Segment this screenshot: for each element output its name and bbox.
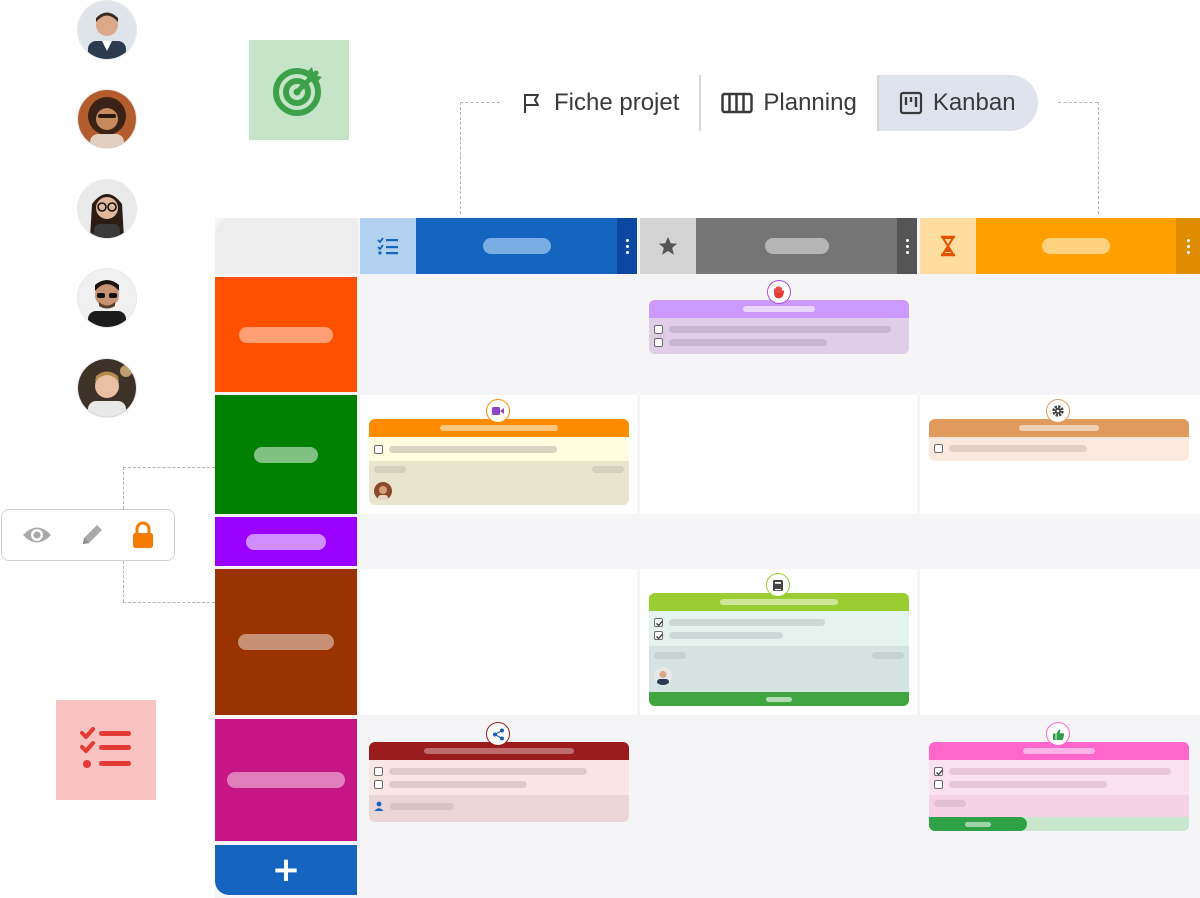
checklist-icon xyxy=(377,237,398,255)
tab-label: Planning xyxy=(763,89,857,116)
board-cell[interactable] xyxy=(360,277,637,392)
flag-icon xyxy=(524,94,539,113)
tab-fiche-projet[interactable]: Fiche projet xyxy=(500,75,699,131)
connector-line xyxy=(123,602,215,603)
board-cell[interactable] xyxy=(920,517,1200,566)
board-cell[interactable] xyxy=(920,277,1200,392)
lock-icon[interactable] xyxy=(131,521,155,549)
hand-icon xyxy=(767,280,791,304)
pencil-icon[interactable] xyxy=(79,522,105,548)
column-menu-button[interactable] xyxy=(897,218,917,274)
tab-planning[interactable]: Planning xyxy=(701,75,876,131)
column-icon-box xyxy=(640,218,696,274)
tab-label: Kanban xyxy=(932,89,1016,116)
checklist-tile xyxy=(56,700,156,800)
row-header-2[interactable] xyxy=(215,395,357,514)
board-cell[interactable] xyxy=(360,517,637,566)
connector-line xyxy=(123,467,124,509)
add-button-label: + xyxy=(271,850,301,890)
share-icon xyxy=(486,722,510,746)
video-icon xyxy=(486,399,510,423)
board-cell[interactable] xyxy=(360,569,637,715)
column-title-bar xyxy=(976,218,1176,274)
column-title-placeholder xyxy=(482,238,551,254)
user-icon xyxy=(374,801,384,811)
column-icon-box xyxy=(360,218,416,274)
column-header-waiting[interactable] xyxy=(920,218,1200,274)
tab-kanban[interactable]: Kanban xyxy=(878,75,1038,131)
view-switcher: Fiche projet Planning Kanban xyxy=(500,75,1038,131)
connector-line xyxy=(123,467,215,468)
avatar-man-sunglasses[interactable] xyxy=(78,269,136,327)
row-header-5[interactable] xyxy=(215,719,357,841)
kanban-card[interactable] xyxy=(929,399,1189,461)
avatar-woman-glasses[interactable] xyxy=(78,180,136,238)
task-list-icon xyxy=(80,727,131,768)
permissions-toolbar xyxy=(1,509,175,561)
kanban-card[interactable] xyxy=(649,573,909,706)
hourglass-icon xyxy=(941,235,955,257)
card-progress-bar xyxy=(649,692,909,706)
avatar-man-blond[interactable] xyxy=(78,359,136,417)
eye-icon[interactable] xyxy=(21,524,53,546)
target-tile xyxy=(249,40,349,140)
row-title-placeholder xyxy=(239,326,333,343)
connector-line xyxy=(123,561,124,602)
board-cell[interactable] xyxy=(920,569,1200,715)
column-menu-button[interactable] xyxy=(1176,218,1200,274)
avatar-man-suit[interactable] xyxy=(78,1,136,59)
kanban-card[interactable] xyxy=(369,722,629,822)
board-cell[interactable] xyxy=(640,517,917,566)
row-title-placeholder xyxy=(254,446,318,463)
board-cell[interactable] xyxy=(640,395,917,514)
add-row-button[interactable]: + xyxy=(215,845,357,895)
connector-line xyxy=(460,102,500,103)
row-header-4[interactable] xyxy=(215,569,357,715)
connector-line xyxy=(1058,102,1098,103)
tab-label: Fiche projet xyxy=(554,89,680,116)
column-title-bar xyxy=(416,218,617,274)
column-icon-box xyxy=(920,218,976,274)
kanban-card[interactable] xyxy=(649,280,909,354)
row-header-1[interactable] xyxy=(215,277,357,392)
row-header-3[interactable] xyxy=(215,517,357,566)
target-icon xyxy=(273,67,322,116)
card-assignee-avatar xyxy=(374,482,392,501)
book-icon xyxy=(766,573,790,597)
row-title-placeholder xyxy=(227,772,345,788)
row-title-placeholder xyxy=(238,634,334,650)
tab-divider xyxy=(699,75,702,131)
card-assignee-avatar xyxy=(654,667,672,685)
column-header-favorite[interactable] xyxy=(640,218,917,274)
column-title-placeholder xyxy=(1042,238,1110,254)
row-title-placeholder xyxy=(246,533,326,550)
kanban-card[interactable] xyxy=(929,722,1189,831)
board-corner xyxy=(215,218,358,274)
kanban-icon xyxy=(899,91,922,115)
gear-icon xyxy=(1046,399,1070,423)
thumbs-up-icon xyxy=(1046,722,1070,746)
connector-line xyxy=(460,102,461,214)
column-title-bar xyxy=(696,218,897,274)
star-icon xyxy=(658,236,678,255)
column-title-placeholder xyxy=(764,238,829,254)
connector-line xyxy=(1098,102,1099,214)
column-menu-button[interactable] xyxy=(617,218,637,274)
kanban-card[interactable] xyxy=(369,399,629,505)
board-cell[interactable] xyxy=(640,719,917,841)
card-progress-bar xyxy=(929,817,1189,831)
tab-divider xyxy=(876,75,879,131)
columns-icon xyxy=(721,92,754,114)
avatar-woman-curly[interactable] xyxy=(78,90,136,148)
column-header-todo[interactable] xyxy=(360,218,637,274)
